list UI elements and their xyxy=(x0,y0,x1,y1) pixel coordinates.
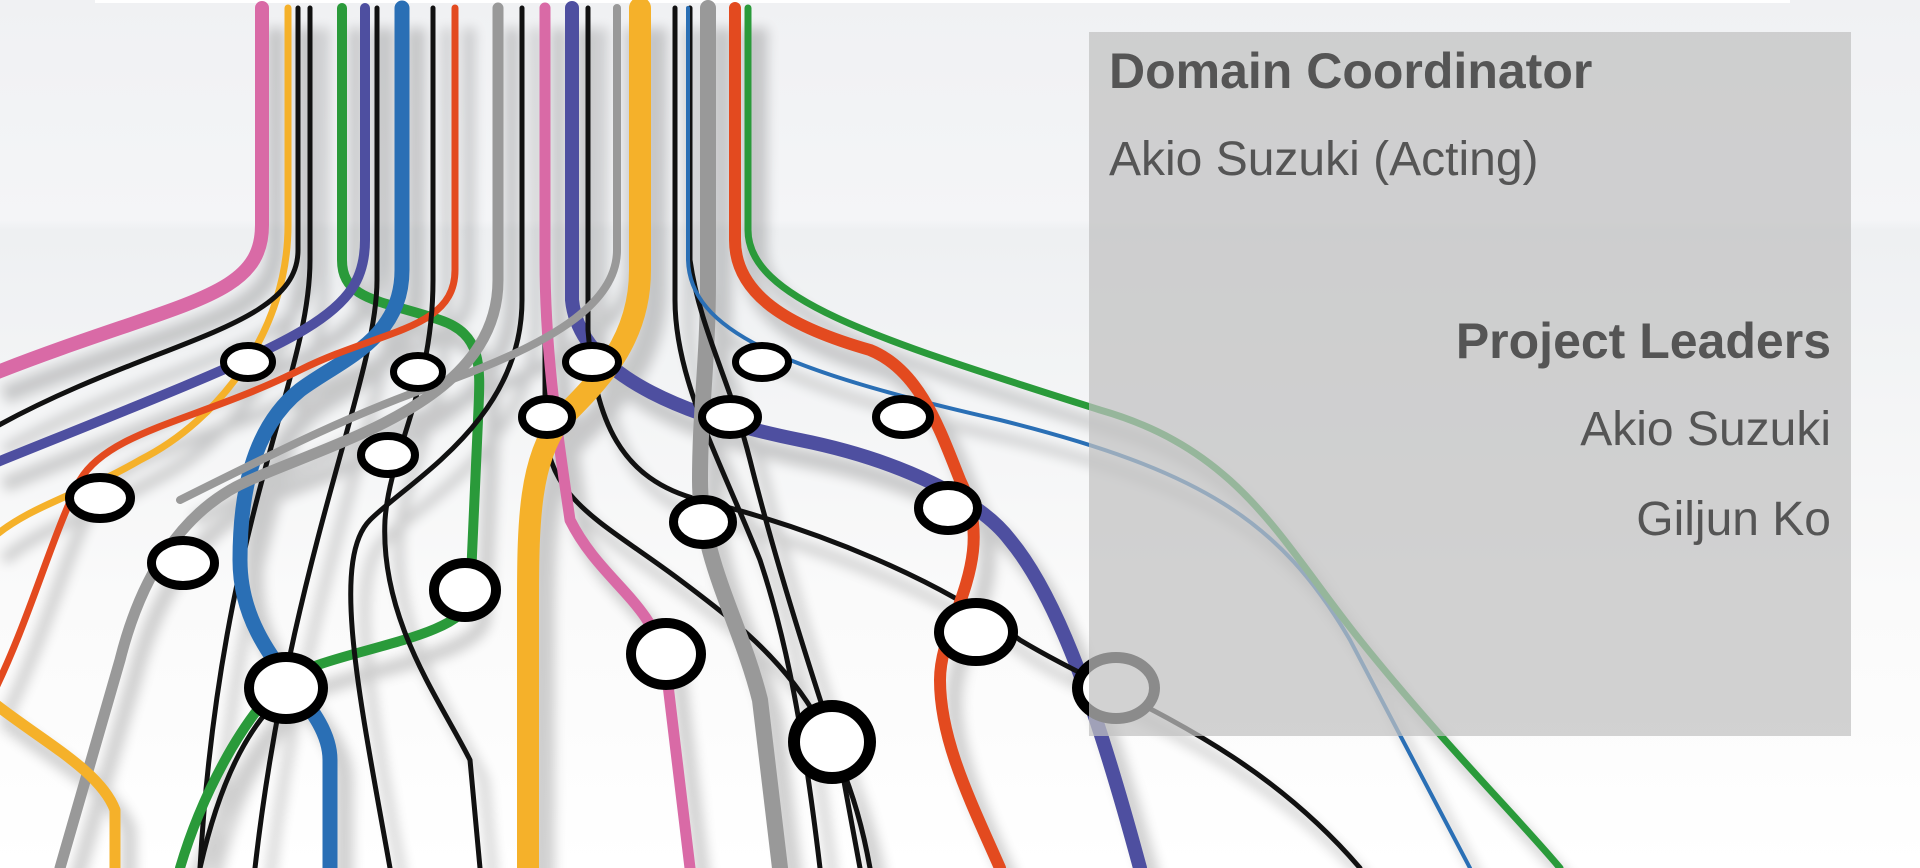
metro-line-gray xyxy=(176,4,621,504)
metro-station-node xyxy=(220,342,276,382)
metro-station-node xyxy=(669,495,737,549)
metro-station-node xyxy=(732,342,792,382)
project-leader-1: Akio Suzuki xyxy=(1580,403,1831,456)
info-panel: Domain Coordinator Akio Suzuki (Acting) … xyxy=(1089,32,1851,736)
metro-line-black xyxy=(687,5,863,868)
metro-line-gray xyxy=(692,0,788,868)
line-shadow xyxy=(529,28,667,868)
metro-line-red xyxy=(729,2,1006,868)
top-strip xyxy=(95,0,1790,3)
metro-station-node xyxy=(390,352,446,392)
line-shadow xyxy=(699,28,875,868)
metro-line-gray xyxy=(54,2,504,868)
metro-station-node xyxy=(914,481,982,535)
line-shadow xyxy=(71,28,520,868)
metro-station-node xyxy=(934,598,1018,666)
metro-station-node xyxy=(562,342,622,382)
metro-line-purple xyxy=(0,3,370,467)
metro-line-pink xyxy=(0,1,269,379)
metro-station-node xyxy=(65,473,135,523)
metro-station-node xyxy=(626,618,706,690)
metro-line-black xyxy=(0,5,301,428)
metro-line-black xyxy=(348,5,525,868)
metro-station-node xyxy=(872,395,934,439)
coordinator-name: Akio Suzuki (Acting) xyxy=(1109,133,1539,186)
project-leader-2: Giljun Ko xyxy=(1636,493,1831,546)
metro-station-node xyxy=(429,558,501,622)
metro-station-node xyxy=(244,652,328,724)
metro-line-black xyxy=(585,5,1363,868)
coordinator-heading: Domain Coordinator xyxy=(1109,43,1593,99)
project-leaders-heading: Project Leaders xyxy=(1455,313,1831,369)
metro-line-black xyxy=(252,5,380,868)
metro-station-node xyxy=(147,536,219,590)
metro-line-orange xyxy=(0,700,121,868)
metro-station-node xyxy=(518,395,576,439)
line-shadow xyxy=(191,28,637,526)
metro-station-node xyxy=(788,700,876,784)
line-shadow xyxy=(0,28,285,404)
metro-station-node xyxy=(357,432,419,478)
metro-line-pink xyxy=(539,2,696,868)
metro-line-red xyxy=(0,4,459,688)
metro-station-node xyxy=(698,395,762,439)
